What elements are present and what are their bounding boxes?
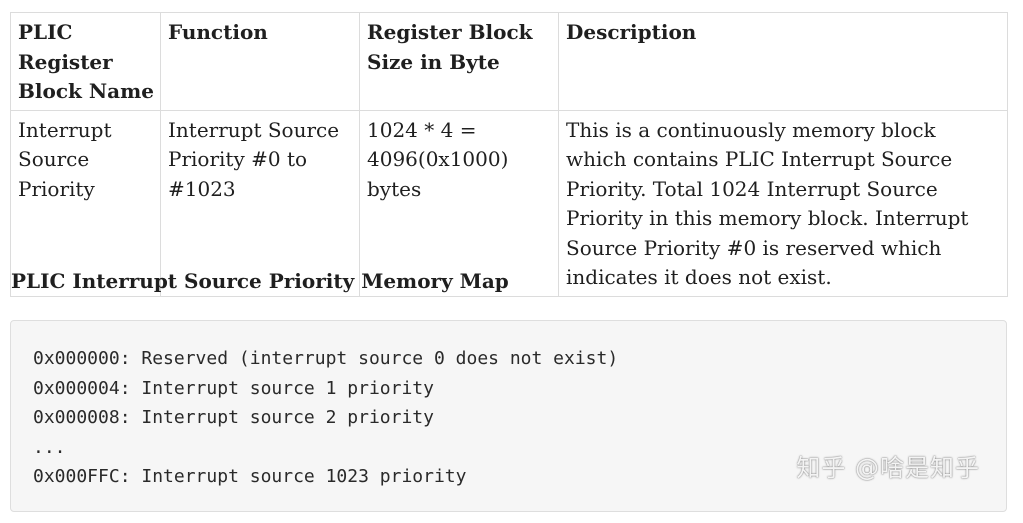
register-block-table: PLIC Register Block Name Function Regist… <box>10 12 1008 297</box>
cell-description: This is a continuously memory block whic… <box>558 109 1008 297</box>
header-function: Function <box>160 12 360 111</box>
code-line: 0x000008: Interrupt source 2 priority <box>33 407 434 429</box>
table-row: Interrupt Source Priority Interrupt Sour… <box>10 109 1008 297</box>
code-line: 0x000000: Reserved (interrupt source 0 d… <box>33 348 619 369</box>
code-line: 0x000004: Interrupt source 1 priority <box>33 377 434 399</box>
section-title: PLIC Interrupt Source Priority Memory Ma… <box>11 269 509 293</box>
header-register-block-name: PLIC Register Block Name <box>10 12 161 111</box>
header-description: Description <box>558 12 1008 111</box>
table-header-row: PLIC Register Block Name Function Regist… <box>10 12 1008 111</box>
watermark: 知乎 @啥是知乎 <box>796 454 980 482</box>
memory-map-code-block: 0x000000: Reserved (interrupt source 0 d… <box>10 320 1007 512</box>
code-line: 0x000FFC: Interrupt source 1023 priority <box>33 466 467 488</box>
code-line: ... <box>33 436 66 458</box>
header-register-block-size: Register Block Size in Byte <box>359 12 559 111</box>
cell-register-block-size: 1024 * 4 = 4096(0x1000) bytes <box>359 109 559 297</box>
cell-register-block-name: Interrupt Source Priority <box>10 109 161 297</box>
